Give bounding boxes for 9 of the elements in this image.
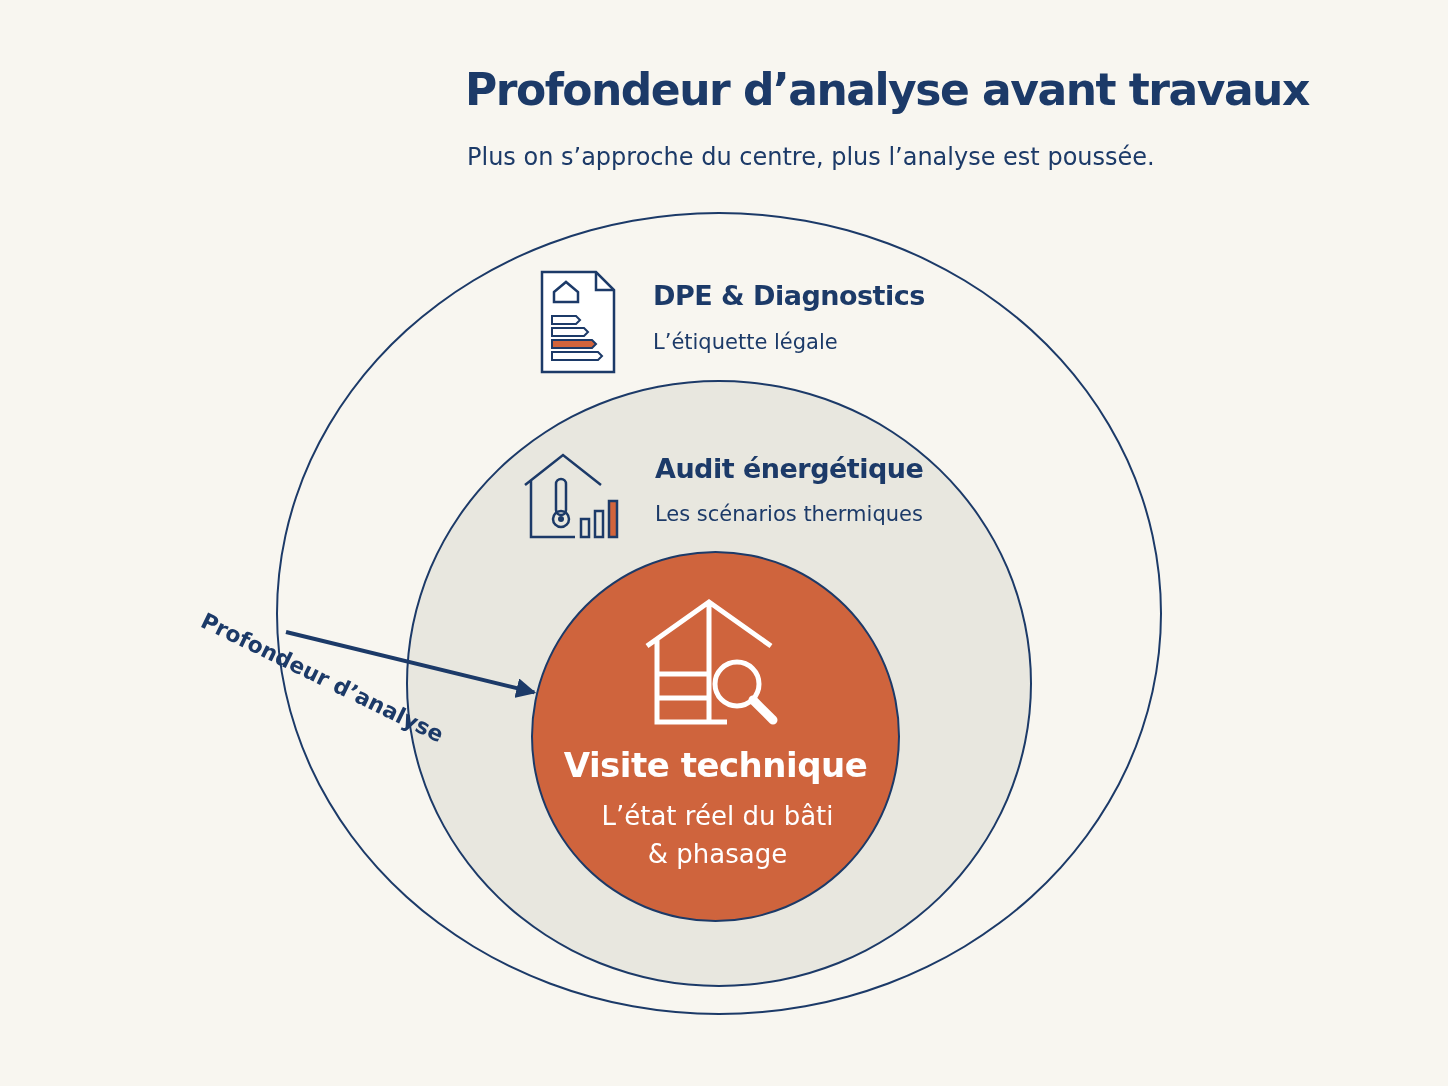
- ring-heading: Audit énergétique: [655, 453, 924, 484]
- title: Profondeur d’analyse avant travaux: [465, 64, 1309, 115]
- ring-description: L’étiquette légale: [653, 330, 838, 354]
- ring-heading: DPE & Diagnostics: [653, 280, 925, 311]
- arrow: [285, 630, 537, 698]
- subtitle: Plus on s’approche du centre, plus l’analyse est poussée.: [467, 143, 1155, 171]
- ring-heading: Visite technique: [562, 745, 869, 785]
- ring-description: L’état réel du bâti & phasage: [600, 800, 835, 871]
- ring-description: Les scénarios thermiques: [655, 502, 923, 526]
